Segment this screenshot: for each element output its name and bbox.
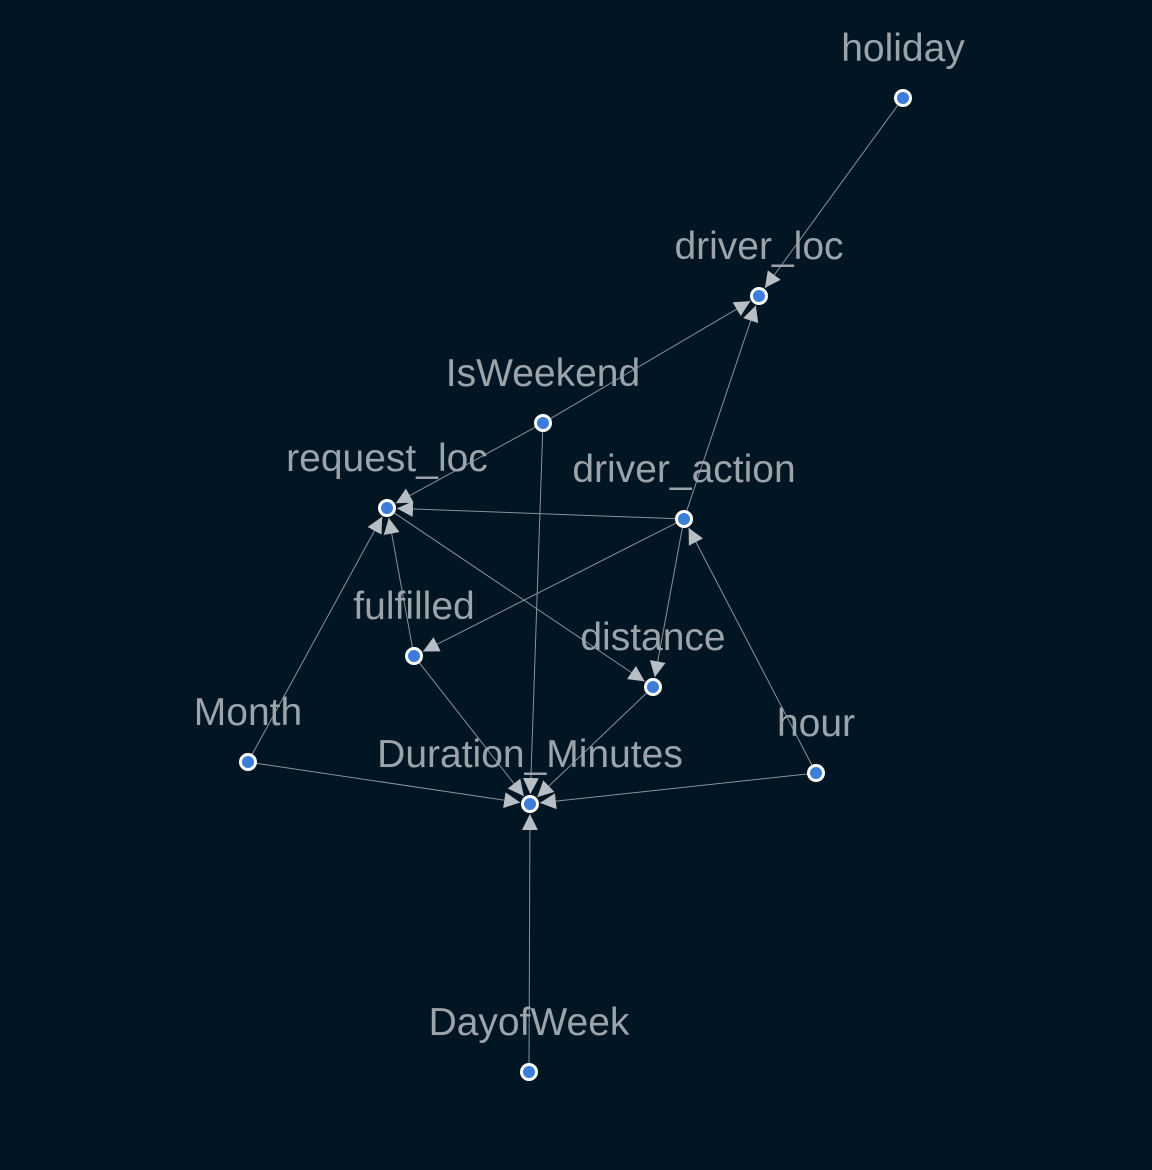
node-label: driver_action [572, 448, 795, 491]
node-dot[interactable] [520, 1063, 538, 1081]
edge-layer [251, 104, 899, 1064]
node-fulfilled[interactable]: fulfilled [353, 585, 475, 665]
edge-driver_action-to-fulfilled [422, 522, 677, 652]
node-request_loc[interactable]: request_loc [286, 437, 488, 517]
node-label: Duration_Minutes [377, 733, 683, 776]
edge-driver_action-to-request_loc [396, 500, 676, 520]
node-dot[interactable] [750, 287, 768, 305]
node-dot[interactable] [521, 795, 539, 813]
node-label: request_loc [286, 437, 488, 480]
edge-Month-to-request_loc [251, 516, 383, 755]
node-dot[interactable] [405, 647, 423, 665]
node-hour[interactable]: hour [777, 702, 855, 782]
node-label: distance [580, 616, 725, 659]
node-DayofWeek[interactable]: DayofWeek [429, 1001, 630, 1081]
node-label: holiday [841, 27, 965, 70]
node-Duration_Minutes[interactable]: Duration_Minutes [377, 733, 683, 813]
node-label: fulfilled [353, 585, 474, 628]
node-IsWeekend[interactable]: IsWeekend [446, 352, 640, 432]
node-distance[interactable]: distance [580, 616, 726, 696]
edge-fulfilled-to-Duration_Minutes [419, 662, 525, 797]
edge-distance-to-Duration_Minutes [536, 692, 647, 798]
edge-IsWeekend-to-request_loc [395, 426, 536, 504]
node-dot[interactable] [534, 414, 552, 432]
node-label: driver_loc [674, 225, 843, 268]
edge-fulfilled-to-request_loc [383, 517, 413, 648]
edge-Month-to-Duration_Minutes [256, 762, 521, 809]
node-dot[interactable] [675, 510, 693, 528]
node-driver_loc[interactable]: driver_loc [674, 225, 844, 305]
node-dot[interactable] [378, 499, 396, 517]
edge-request_loc-to-distance [394, 512, 645, 682]
edge-driver_action-to-driver_loc [686, 305, 759, 511]
edge-holiday-to-driver_loc [764, 104, 899, 289]
node-dot[interactable] [239, 753, 257, 771]
node-holiday[interactable]: holiday [841, 27, 965, 107]
node-label: DayofWeek [429, 1001, 630, 1044]
edge-hour-to-driver_action [688, 527, 813, 766]
node-dot[interactable] [807, 764, 825, 782]
node-Month[interactable]: Month [194, 691, 302, 771]
edge-DayofWeek-to-Duration_Minutes [521, 813, 538, 1064]
edge-driver_action-to-distance [649, 527, 683, 678]
edge-IsWeekend-to-Duration_Minutes [522, 431, 544, 795]
edge-IsWeekend-to-driver_loc [550, 300, 751, 419]
node-dot[interactable] [644, 678, 662, 696]
node-driver_action[interactable]: driver_action [572, 448, 796, 528]
node-dot[interactable] [894, 89, 912, 107]
edge-hour-to-Duration_Minutes [539, 773, 808, 810]
node-label: hour [777, 702, 855, 745]
node-label: Month [194, 691, 302, 734]
node-label: IsWeekend [446, 352, 640, 395]
